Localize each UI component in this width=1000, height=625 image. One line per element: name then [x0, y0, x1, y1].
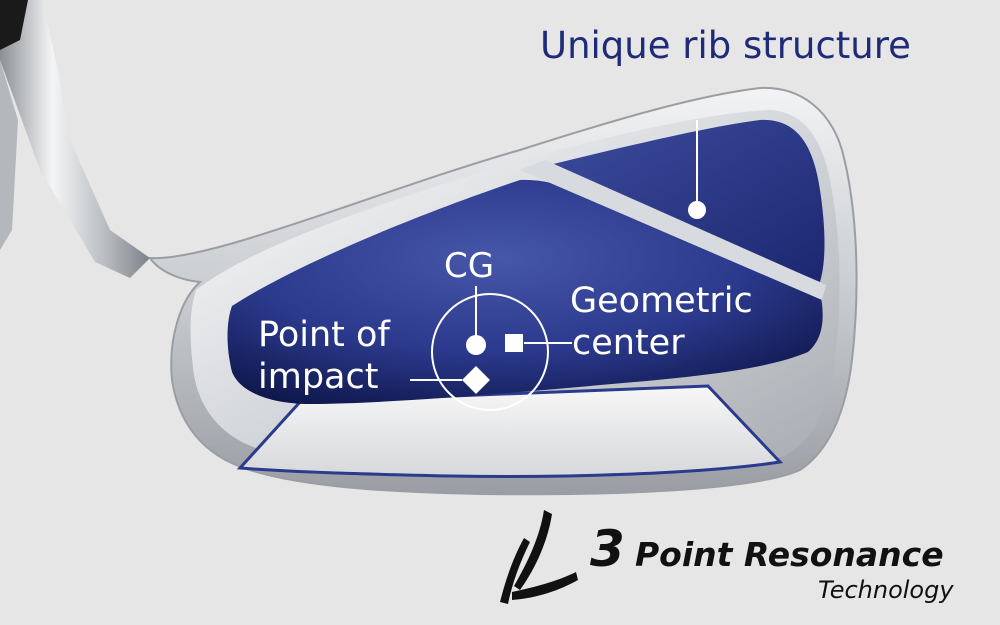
brand-name: Point Resonance: [635, 535, 944, 574]
rib-bar: [520, 160, 826, 300]
cavity-back: [227, 119, 826, 404]
sole-panel: [236, 384, 784, 478]
brand-number: 3: [590, 520, 625, 578]
impact-label-line1: Point of: [258, 315, 390, 355]
brand-logo: 3 Point Resonance Technology: [500, 510, 954, 604]
impact-marker-icon: [462, 366, 490, 394]
sweet-spot-circle-icon: [431, 293, 549, 411]
geometric-center-label-line1: Geometric: [570, 281, 753, 321]
cg-marker-icon: [466, 335, 486, 355]
rib-pocket: [545, 119, 825, 282]
brand-subtitle: Technology: [818, 576, 954, 604]
annotations: [410, 120, 706, 411]
impact-label-line2: impact: [258, 357, 378, 397]
rib-structure-label: Unique rib structure: [540, 24, 911, 67]
club-shaft: [0, 0, 150, 278]
geometric-center-label-line2: center: [572, 323, 685, 363]
cg-label: CG: [444, 246, 494, 286]
tri-blade-logo-icon: [500, 510, 578, 604]
rib-marker-icon: [688, 201, 706, 219]
geometric-center-marker-icon: [505, 334, 523, 352]
